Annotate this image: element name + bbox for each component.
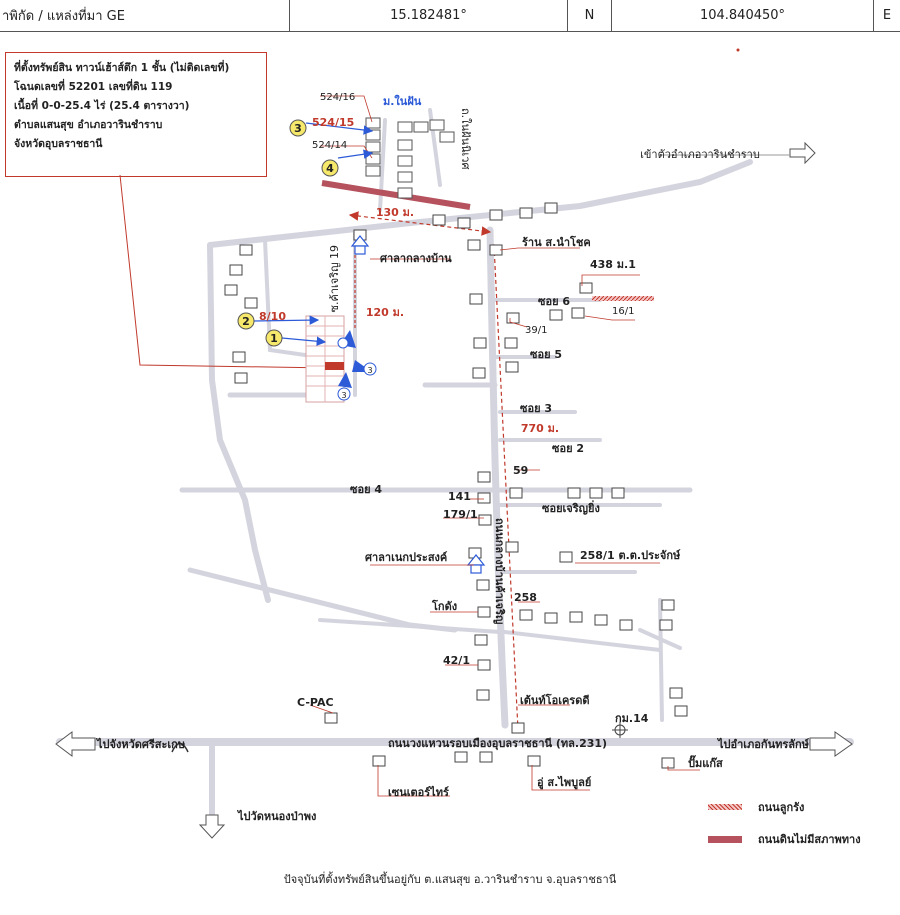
photo-viewpoint-markers: 3 3 xyxy=(337,330,377,401)
gravel-road-segment xyxy=(592,296,654,301)
label-dist-130: 130 ม. xyxy=(376,206,414,219)
label-391: 39/1 xyxy=(525,325,547,336)
label-soi5: ซอย 5 xyxy=(530,348,562,361)
label-438: 438 ม.1 xyxy=(590,258,636,271)
label-ring-road: ถนนวงแหวนรอบเมืองอุบลราชธานี (ทล.231) xyxy=(388,737,607,751)
label-141: 141 xyxy=(448,490,471,503)
label-810: 8/10 xyxy=(259,310,286,323)
marker-3: 3 xyxy=(289,119,307,137)
label-soi-charoen19: ซ.ค้าเจริญ 19 xyxy=(328,245,341,312)
latitude-direction: N xyxy=(568,0,612,31)
dirt-road-segment xyxy=(321,180,471,210)
legend-dirt-road: ถนนดินไม่มีสภาพทาง xyxy=(708,830,861,848)
label-sala-klang: ศาลากลางบ้าน xyxy=(380,252,452,265)
arrow-left-to-sisaket-icon xyxy=(55,731,96,757)
marker-1: 1 xyxy=(265,329,283,347)
sala-icon xyxy=(350,235,486,574)
label-52415: 524/15 xyxy=(312,116,354,129)
label-sala-anek: ศาลาเนกประสงค์ xyxy=(365,551,447,564)
subject-property-plots xyxy=(305,315,345,403)
label-59: 59 xyxy=(513,464,528,477)
info-line-1: ที่ตั้งทรัพย์สิน ทาวน์เฮ้าส์ตึก 1 ชั้น (… xyxy=(14,62,230,74)
label-cpac: C-PAC xyxy=(297,696,334,709)
info-line-4: ตำบลแสนสุข อำเภอวารินชำราบ xyxy=(14,119,163,131)
dirt-swatch xyxy=(708,835,742,843)
property-info-box: ที่ตั้งทรัพย์สิน ทาวน์เฮ้าส์ตึก 1 ชั้น (… xyxy=(5,52,267,177)
label-soi-charoenying: ซอยเจริญยิ่ง xyxy=(542,500,600,515)
marker-4: 4 xyxy=(321,159,339,177)
km-marker-icon xyxy=(612,722,628,738)
arrow-right-to-kanthararak-icon xyxy=(809,731,853,757)
building-icons xyxy=(224,202,688,769)
label-shop: ร้าน ส.นำโชค xyxy=(522,235,591,249)
marker-2: 2 xyxy=(237,312,255,330)
label-main-road: ถนนกลางบ้านค้าเจริญ xyxy=(493,518,506,624)
label-soi3: ซอย 3 xyxy=(520,402,552,415)
label-258: 258 xyxy=(514,591,537,604)
label-421: 42/1 xyxy=(443,654,470,667)
village-houses xyxy=(365,117,455,199)
route-770m xyxy=(489,243,519,731)
label-52416: 524/16 xyxy=(320,92,355,103)
svg-text:3: 3 xyxy=(367,366,372,375)
svg-text:1: 1 xyxy=(270,332,278,345)
footer-note: ปัจจุบันที่ตั้งทรัพย์สินขึ้นอยู่กับ ต.แส… xyxy=(283,873,617,886)
arrow-right-to-town-icon xyxy=(789,141,816,165)
label-2581: 258/1 ต.ต.ประจักษ์ xyxy=(580,549,681,562)
svg-text:2: 2 xyxy=(242,315,250,328)
info-line-3: เนื้อที่ 0-0-25.4 ไร่ (25.4 ตารางวา) xyxy=(14,100,190,112)
label-kodang: โกดัง xyxy=(431,599,457,613)
legend-gravel-road: ถนนลูกรัง xyxy=(708,798,804,816)
label-tent: เต้นท์โอเครดดี xyxy=(520,693,590,707)
label-dist-770: 770 ม. xyxy=(521,422,559,435)
label-to-sisaket: ไปจังหวัดศรีสะเกษ xyxy=(95,737,186,751)
label-village: ม.ในฝัน xyxy=(383,94,422,108)
label-gas: ปั๊มแก๊ส xyxy=(688,755,723,770)
info-leader-line xyxy=(119,174,331,369)
label-soi2: ซอย 2 xyxy=(552,442,584,455)
label-km14: กม.14 xyxy=(615,712,649,725)
label-1791: 179/1 xyxy=(443,508,478,521)
arrow-down-to-wat-icon xyxy=(198,814,226,839)
latitude-value: 15.182481° xyxy=(290,0,568,31)
label-street-vertical: ถ.ในฝันนิเวศ xyxy=(459,108,472,169)
svg-text:4: 4 xyxy=(326,162,334,175)
label-leader-lines xyxy=(309,95,700,797)
label-to-kanthararak: ไปอำเภอกันทรลักษ์ xyxy=(716,737,810,751)
label-dist-120: 120 ม. xyxy=(366,306,404,319)
marker-pointer-arrows xyxy=(253,122,374,347)
legend-gravel-label: ถนนลูกรัง xyxy=(758,801,805,814)
road-network xyxy=(56,108,854,833)
direction-arrows xyxy=(55,141,853,839)
label-soi4: ซอย 4 xyxy=(350,483,382,496)
route-130m xyxy=(348,211,492,236)
legend-dirt-label: ถนนดินไม่มีสภาพทาง xyxy=(758,833,861,846)
label-soi6: ซอย 6 xyxy=(538,295,570,308)
gravel-swatch xyxy=(708,804,742,810)
label-to-town: เข้าตัวอำเภอวารินชำราบ xyxy=(640,148,760,161)
source-label: าพิกัด / แหล่งที่มา GE xyxy=(0,0,290,31)
label-52414: 524/14 xyxy=(312,140,347,151)
label-to-wat: ไปวัดหนองป่าพง xyxy=(236,809,316,823)
label-garage: อู่ ส.ไพบูลย์ xyxy=(537,775,591,790)
label-central: เซนเตอร์ไทร์ xyxy=(388,785,449,799)
longitude-value: 104.840450° xyxy=(612,0,874,31)
svg-text:3: 3 xyxy=(341,391,346,400)
longitude-direction: E xyxy=(882,8,892,23)
bridge-icon xyxy=(171,742,189,753)
coordinate-header: าพิกัด / แหล่งที่มา GE 15.182481° N 104.… xyxy=(0,0,900,32)
info-line-2: โฉนดเลขที่ 52201 เลขที่ดิน 119 xyxy=(14,81,173,93)
svg-text:3: 3 xyxy=(294,122,302,135)
info-line-5: จังหวัดอุบลราชธานี xyxy=(14,138,103,150)
label-161: 16/1 xyxy=(612,306,634,317)
